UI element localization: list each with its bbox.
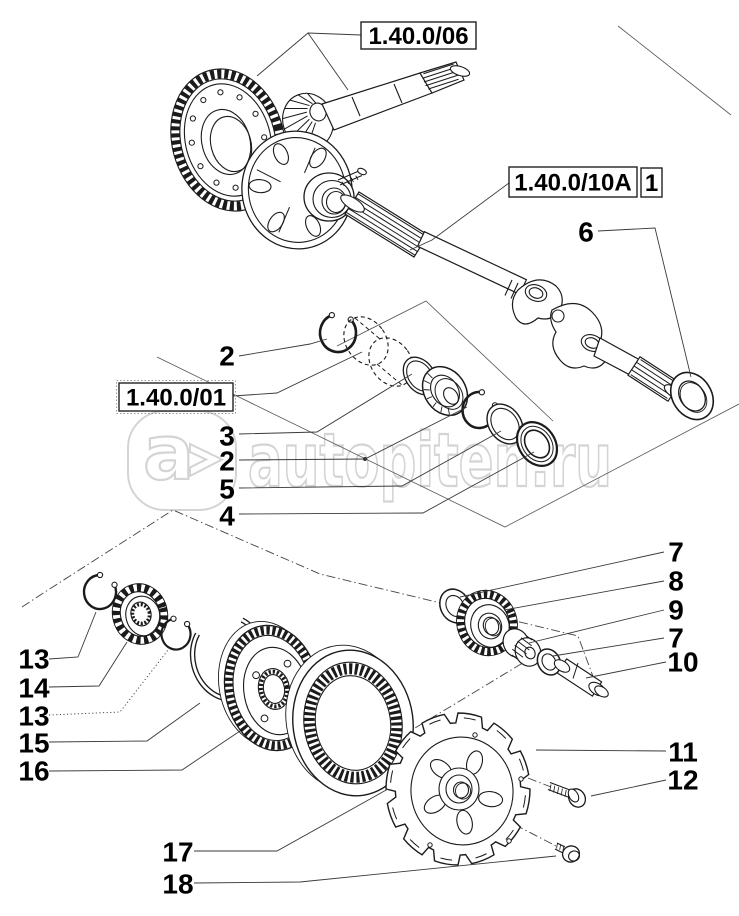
part-label-13: 13	[18, 701, 49, 732]
callout-1.40.0/10A[interactable]: 1.40.0/10A 1	[409, 166, 663, 251]
callout-1.40.0/01[interactable]: 1.40.0/01	[116, 351, 363, 414]
differential-carrier-flange	[241, 130, 367, 250]
part-label-7: 7	[668, 537, 684, 568]
watermark-text: autopiten.ru	[248, 418, 612, 504]
planet-carrier-11	[385, 712, 531, 866]
callout-index-box	[640, 167, 663, 198]
thrust-washer-6	[669, 371, 715, 421]
leader-line-11	[535, 749, 667, 752]
callout-1.40.0/06[interactable]: 1.40.0/06	[256, 21, 477, 91]
hex-bolt-12	[547, 781, 587, 808]
leader-line-12	[590, 779, 667, 797]
parts-artwork	[82, 61, 715, 866]
leader-line-3	[238, 373, 413, 435]
leader-line-10	[585, 661, 667, 679]
leader-lines	[48, 227, 692, 884]
snap-ring-13a	[82, 571, 118, 611]
part-label-11: 11	[668, 737, 698, 768]
callout-box[interactable]	[360, 21, 477, 50]
callout-leader	[409, 182, 510, 251]
leader-line-16	[48, 730, 241, 772]
leader-line-4	[238, 451, 535, 515]
part-label-8: 8	[668, 566, 684, 597]
leader-line-6	[597, 227, 692, 378]
axle-shaft	[340, 191, 528, 299]
leader-line-13	[48, 611, 97, 660]
part-label-3: 3	[219, 421, 235, 452]
universal-joint	[511, 279, 687, 403]
leader-line-13	[48, 649, 169, 716]
callout-label[interactable]: 1.40.0/01	[126, 385, 226, 412]
part-label-6: 6	[578, 217, 594, 248]
part-label-9: 9	[668, 595, 684, 626]
callout-box[interactable]	[508, 166, 638, 198]
seal-ring-4	[515, 421, 559, 467]
part-label-12: 12	[667, 765, 698, 796]
leader-line-5	[238, 430, 502, 489]
watermark-arrow-icon	[189, 442, 225, 478]
leader-line-2	[238, 338, 328, 357]
part-label-15: 15	[18, 728, 49, 759]
leader-dot	[363, 457, 367, 461]
part-label-5: 5	[219, 474, 235, 505]
internal-ring-gear-17	[285, 644, 414, 797]
spacer-sleeve-phantom	[343, 316, 414, 387]
part-label-2: 2	[219, 341, 235, 372]
leader-line-8	[503, 580, 665, 611]
part-label-2: 2	[219, 446, 235, 477]
screw-18	[554, 842, 581, 863]
planet-pin-10	[553, 658, 609, 698]
snap-ring-13b	[160, 615, 192, 651]
callout-leader	[256, 32, 362, 77]
part-label-14: 14	[18, 673, 50, 704]
ball-bearing	[421, 365, 469, 417]
callout-label[interactable]: 1.40.0/10A	[514, 170, 631, 197]
callout-index: 1	[645, 170, 658, 197]
leader-line-15	[48, 702, 201, 743]
callout-leader	[307, 32, 349, 91]
part-label-4: 4	[219, 501, 235, 532]
callout-label[interactable]: 1.40.0/06	[368, 23, 468, 50]
callout-leader	[232, 351, 363, 397]
leader-line-18	[193, 855, 557, 884]
leader-line-17	[194, 788, 389, 852]
leader-line-9	[528, 609, 665, 644]
part-label-16: 16	[18, 756, 49, 787]
part-label-7: 7	[668, 623, 684, 654]
leader-line-7	[552, 637, 665, 657]
part-label-17: 17	[162, 837, 193, 868]
watermark-logo-letter: a	[143, 408, 194, 497]
leader-line-7	[459, 551, 665, 598]
callout-dotted-outline	[116, 380, 236, 414]
snap-ring-2a	[318, 311, 358, 354]
callout-box[interactable]	[118, 382, 234, 412]
part-label-18: 18	[162, 869, 193, 900]
part-label-13: 13	[18, 644, 49, 675]
pinion-gear-9	[502, 628, 542, 667]
part-label-10: 10	[667, 647, 698, 678]
planet-gear-8	[456, 589, 518, 657]
leader-line-14	[48, 641, 128, 688]
reference-callouts: 1.40.0/06 1.40.0/10A 1 1.40.0/01	[116, 21, 663, 414]
sun-gear-14	[111, 583, 169, 645]
